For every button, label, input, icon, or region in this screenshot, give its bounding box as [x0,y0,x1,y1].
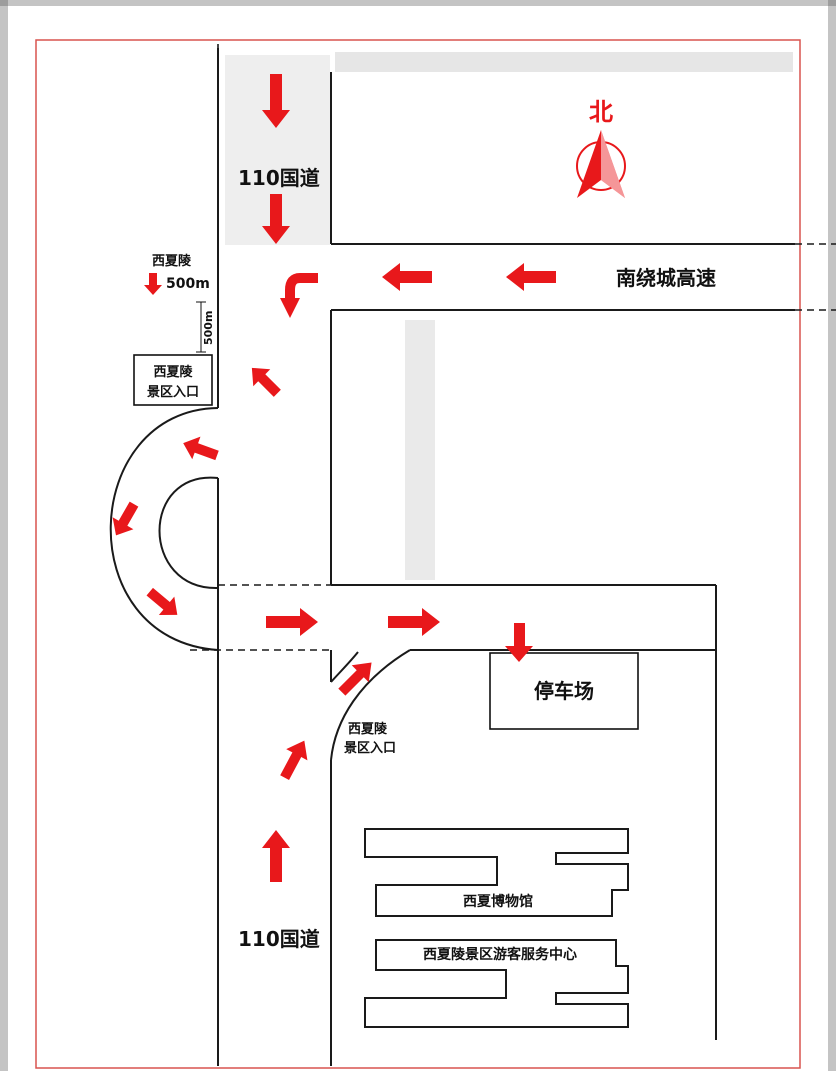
arrow-diagonal-icon [280,740,308,781]
uturn-inner-edge [158,476,219,590]
road-label-expressway: 南绕城高速 [616,266,716,290]
distance-marker-text: 500m [202,311,215,345]
arrow-down-icon [262,74,290,128]
arrow-diagonal-icon [338,662,372,696]
lower-entrance-line2: 景区入口 [344,741,396,756]
arrow-up-icon [262,830,290,882]
arrow-down-icon [505,623,533,662]
lower-scenic-entrance: 西夏陵 景区入口 [344,721,396,756]
road-network [109,48,795,1066]
upper-scenic-entrance: 西夏陵 景区入口 [133,354,213,406]
arrow-left-icon [382,263,432,291]
arrow-down-icon [262,194,290,244]
arrow-diagonal-icon [146,587,178,616]
arrow-left-icon [506,263,556,291]
arrow-curved-icon [285,273,318,302]
distance-arrow-icon [144,273,162,295]
arrow-diagonal-icon [183,436,219,461]
museum-label: 西夏博物馆 [463,893,533,910]
visitor-center-label: 西夏陵景区游客服务中心 [423,946,577,963]
distance-text: 500m [166,276,210,292]
distance-target-name: 西夏陵 [152,253,192,269]
north-compass: 北 [576,98,626,198]
arrow-diagonal-icon [112,501,139,536]
arrow-diagonal-icon [251,367,281,397]
compass-label: 北 [589,98,613,126]
arrow-right-icon [266,608,318,636]
museum-building: 西夏博物馆 [364,828,629,917]
uturn-outer-edge [109,407,219,651]
entrance-ramp-outer [330,649,411,761]
lower-entrance-line1: 西夏陵 [348,721,388,737]
arrow-right-icon [388,608,440,636]
entrance-ramp-inner [330,651,359,683]
distance-indicator: 西夏陵 500m 500m [144,253,215,353]
road-label-110-south: 110国道 [238,927,320,951]
dashed-boundaries [190,44,836,651]
visitor-center-building: 西夏陵景区游客服务中心 [364,939,629,1028]
route-arrows [112,74,556,882]
upper-entrance-line1: 西夏陵 [153,364,193,380]
parking-lot: 停车场 [489,652,639,730]
road-label-110-north: 110国道 [238,166,320,190]
map-frame [35,39,801,1069]
parking-label: 停车场 [534,679,594,703]
upper-entrance-line2: 景区入口 [147,385,199,400]
